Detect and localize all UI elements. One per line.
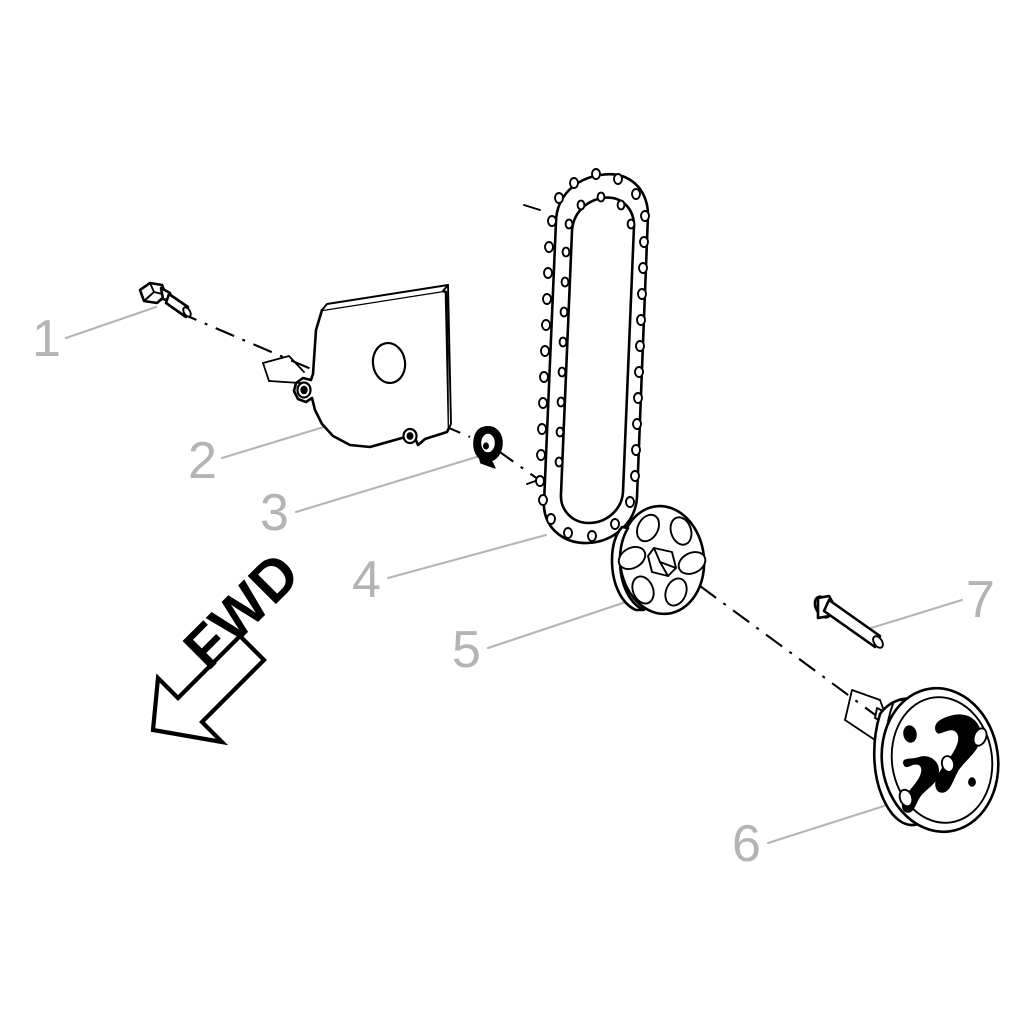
callout-3: 3 bbox=[260, 484, 289, 542]
callout-numbers: 1 2 3 4 5 6 7 bbox=[32, 310, 995, 873]
chain-rollers-inner bbox=[554, 191, 636, 468]
part-pump-body-assembly bbox=[844, 686, 1000, 834]
part-shoulder-bolt bbox=[813, 594, 884, 649]
sprocket-lightening-holes bbox=[617, 513, 707, 607]
leader-1 bbox=[64, 305, 158, 340]
part-drive-chain bbox=[523, 168, 650, 545]
part-sprocket-pulley bbox=[610, 504, 707, 616]
leader-3 bbox=[294, 453, 485, 514]
callout-4: 4 bbox=[352, 551, 381, 609]
part-hex-head-bolt bbox=[138, 281, 192, 319]
part-timing-cover-plate bbox=[262, 284, 452, 449]
callout-7: 7 bbox=[966, 571, 995, 629]
leader-7 bbox=[853, 598, 964, 635]
chain-rollers-left bbox=[535, 177, 579, 487]
leader-4 bbox=[386, 533, 548, 580]
leader-lines bbox=[64, 305, 964, 845]
part-retaining-clip bbox=[473, 426, 503, 469]
leader-5 bbox=[486, 596, 640, 650]
chain-rollers-right bbox=[538, 168, 650, 542]
leader-2 bbox=[220, 424, 329, 460]
callout-1: 1 bbox=[32, 310, 61, 368]
callout-5: 5 bbox=[452, 621, 481, 679]
callout-2: 2 bbox=[188, 432, 217, 490]
fwd-orientation-marker: FWD bbox=[150, 540, 313, 746]
leader-6 bbox=[766, 804, 886, 845]
callout-6: 6 bbox=[732, 815, 761, 873]
